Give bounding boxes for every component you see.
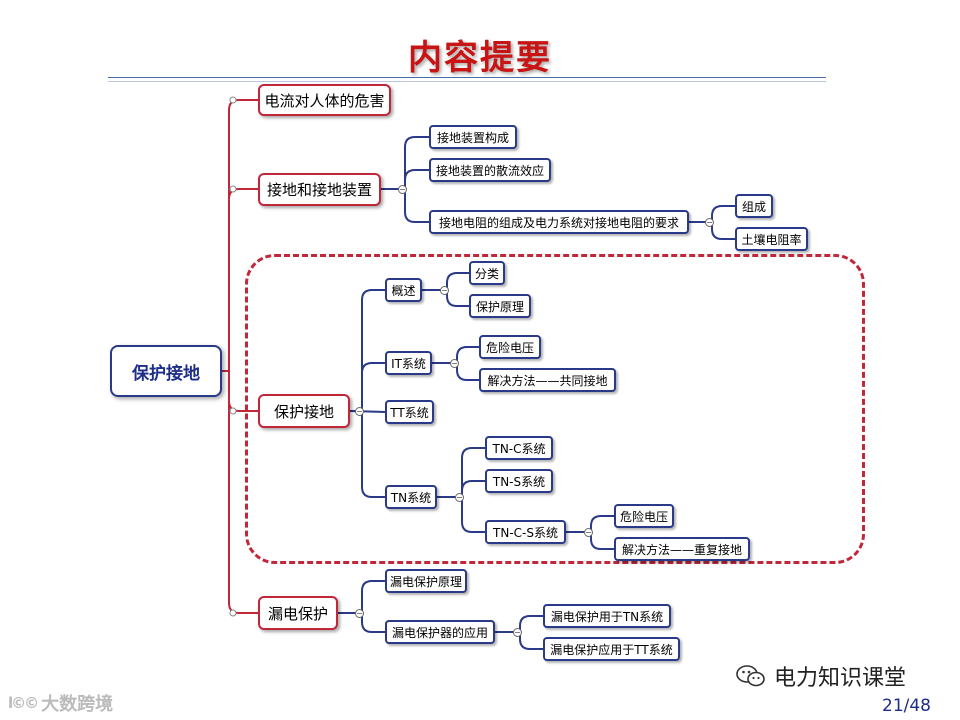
tncs-connector-1 bbox=[566, 531, 614, 550]
resistance-connector-1 bbox=[689, 221, 735, 240]
brand-label: 电力知识课堂 bbox=[736, 660, 906, 692]
branch-marker-1 bbox=[229, 185, 237, 193]
grounding-connector-1 bbox=[381, 169, 429, 190]
root-node[interactable]: 保护接地 bbox=[110, 345, 222, 397]
node-tncs-solution[interactable]: 解决方法——重复接地 bbox=[614, 537, 750, 561]
grounding-connector-2 bbox=[381, 188, 429, 223]
node-soil-resistivity[interactable]: 土壤电阻率 bbox=[735, 227, 808, 251]
node-tncs-danger-voltage[interactable]: 危险电压 bbox=[614, 504, 674, 528]
it-connector-0 bbox=[432, 346, 479, 364]
node-tn-c-system[interactable]: TN-C系统 bbox=[485, 436, 553, 460]
tncs-connector-0 bbox=[566, 515, 614, 533]
node-tn-s-system[interactable]: TN-S系统 bbox=[485, 469, 553, 493]
collapse-toggle-leakage[interactable]: − bbox=[355, 609, 364, 618]
root-connector-3 bbox=[222, 370, 258, 614]
node-leakage-principle[interactable]: 漏电保护原理 bbox=[385, 569, 467, 593]
collapse-toggle-leakage-app[interactable]: − bbox=[513, 628, 522, 637]
branch-marker-3 bbox=[229, 609, 237, 617]
wechat-icon bbox=[736, 665, 765, 687]
node-it-solution[interactable]: 解决方法——共同接地 bbox=[479, 368, 616, 392]
node-tn-c-s-system[interactable]: TN-C-S系统 bbox=[485, 520, 566, 544]
node-classification[interactable]: 分类 bbox=[469, 261, 505, 285]
collapse-toggle-tncs[interactable]: − bbox=[584, 528, 593, 537]
node-ground-device-composition[interactable]: 接地装置构成 bbox=[429, 125, 517, 149]
tn-connector-1 bbox=[437, 480, 485, 498]
leakage-app-connector-1 bbox=[495, 631, 543, 650]
watermark-logo: l©© bbox=[8, 694, 39, 712]
root-connector-0 bbox=[222, 99, 258, 372]
page-number: 21/48 bbox=[882, 696, 931, 716]
highlight-dashed-frame bbox=[245, 254, 865, 564]
root-connector-1 bbox=[222, 188, 258, 372]
leakage-app-connector-0 bbox=[495, 615, 543, 633]
page-title: 内容提要 bbox=[408, 38, 552, 78]
it-connector-1 bbox=[432, 362, 479, 381]
collapse-toggle-grounding[interactable]: − bbox=[398, 185, 407, 194]
protective-connector-0 bbox=[350, 289, 385, 412]
leakage-connector-1 bbox=[338, 612, 385, 633]
node-protection-principle[interactable]: 保护原理 bbox=[469, 294, 531, 318]
branch-grounding-device[interactable]: 接地和接地装置 bbox=[258, 173, 381, 206]
collapse-toggle-resistance[interactable]: − bbox=[705, 218, 714, 227]
node-tt-system[interactable]: TT系统 bbox=[385, 400, 434, 424]
collapse-toggle-tn[interactable]: − bbox=[455, 493, 464, 502]
branch-protective-grounding[interactable]: 保护接地 bbox=[258, 394, 350, 428]
resistance-connector-0 bbox=[689, 205, 735, 223]
branch-leakage-protection[interactable]: 漏电保护 bbox=[258, 596, 338, 630]
watermark: l©© 大数跨境 bbox=[8, 690, 113, 716]
collapse-toggle-it[interactable]: − bbox=[450, 359, 459, 368]
node-leakage-application[interactable]: 漏电保护器的应用 bbox=[385, 620, 495, 644]
protective-connector-1 bbox=[350, 362, 385, 412]
node-leakage-tt[interactable]: 漏电保护应用于TT系统 bbox=[543, 637, 680, 661]
node-overview[interactable]: 概述 bbox=[385, 278, 422, 302]
collapse-toggle-protective[interactable]: − bbox=[355, 407, 364, 416]
overview-connector-1 bbox=[422, 289, 469, 307]
overview-connector-0 bbox=[422, 272, 469, 291]
branch-marker-2 bbox=[229, 407, 237, 415]
tn-connector-2 bbox=[437, 496, 485, 533]
grounding-connector-0 bbox=[381, 136, 429, 190]
protective-connector-3 bbox=[350, 410, 385, 498]
node-resistance-composition[interactable]: 组成 bbox=[735, 194, 773, 218]
node-tn-system[interactable]: TN系统 bbox=[385, 485, 437, 509]
branch-current-hazard[interactable]: 电流对人体的危害 bbox=[258, 84, 391, 116]
brand-name: 电力知识课堂 bbox=[774, 666, 907, 691]
leakage-connector-0 bbox=[338, 580, 385, 614]
node-leakage-tn[interactable]: 漏电保护用于TN系统 bbox=[543, 604, 671, 628]
node-it-system[interactable]: IT系统 bbox=[385, 351, 432, 375]
title-underline bbox=[108, 77, 826, 82]
tn-connector-0 bbox=[437, 447, 485, 498]
node-ground-dispersion-effect[interactable]: 接地装置的散流效应 bbox=[429, 158, 551, 182]
node-it-danger-voltage[interactable]: 危险电压 bbox=[479, 335, 541, 359]
watermark-text: 大数跨境 bbox=[41, 694, 114, 715]
node-ground-resistance[interactable]: 接地电阻的组成及电力系统对接地电阻的要求 bbox=[429, 210, 689, 234]
collapse-toggle-overview[interactable]: − bbox=[440, 286, 449, 295]
branch-marker-0 bbox=[229, 96, 237, 104]
